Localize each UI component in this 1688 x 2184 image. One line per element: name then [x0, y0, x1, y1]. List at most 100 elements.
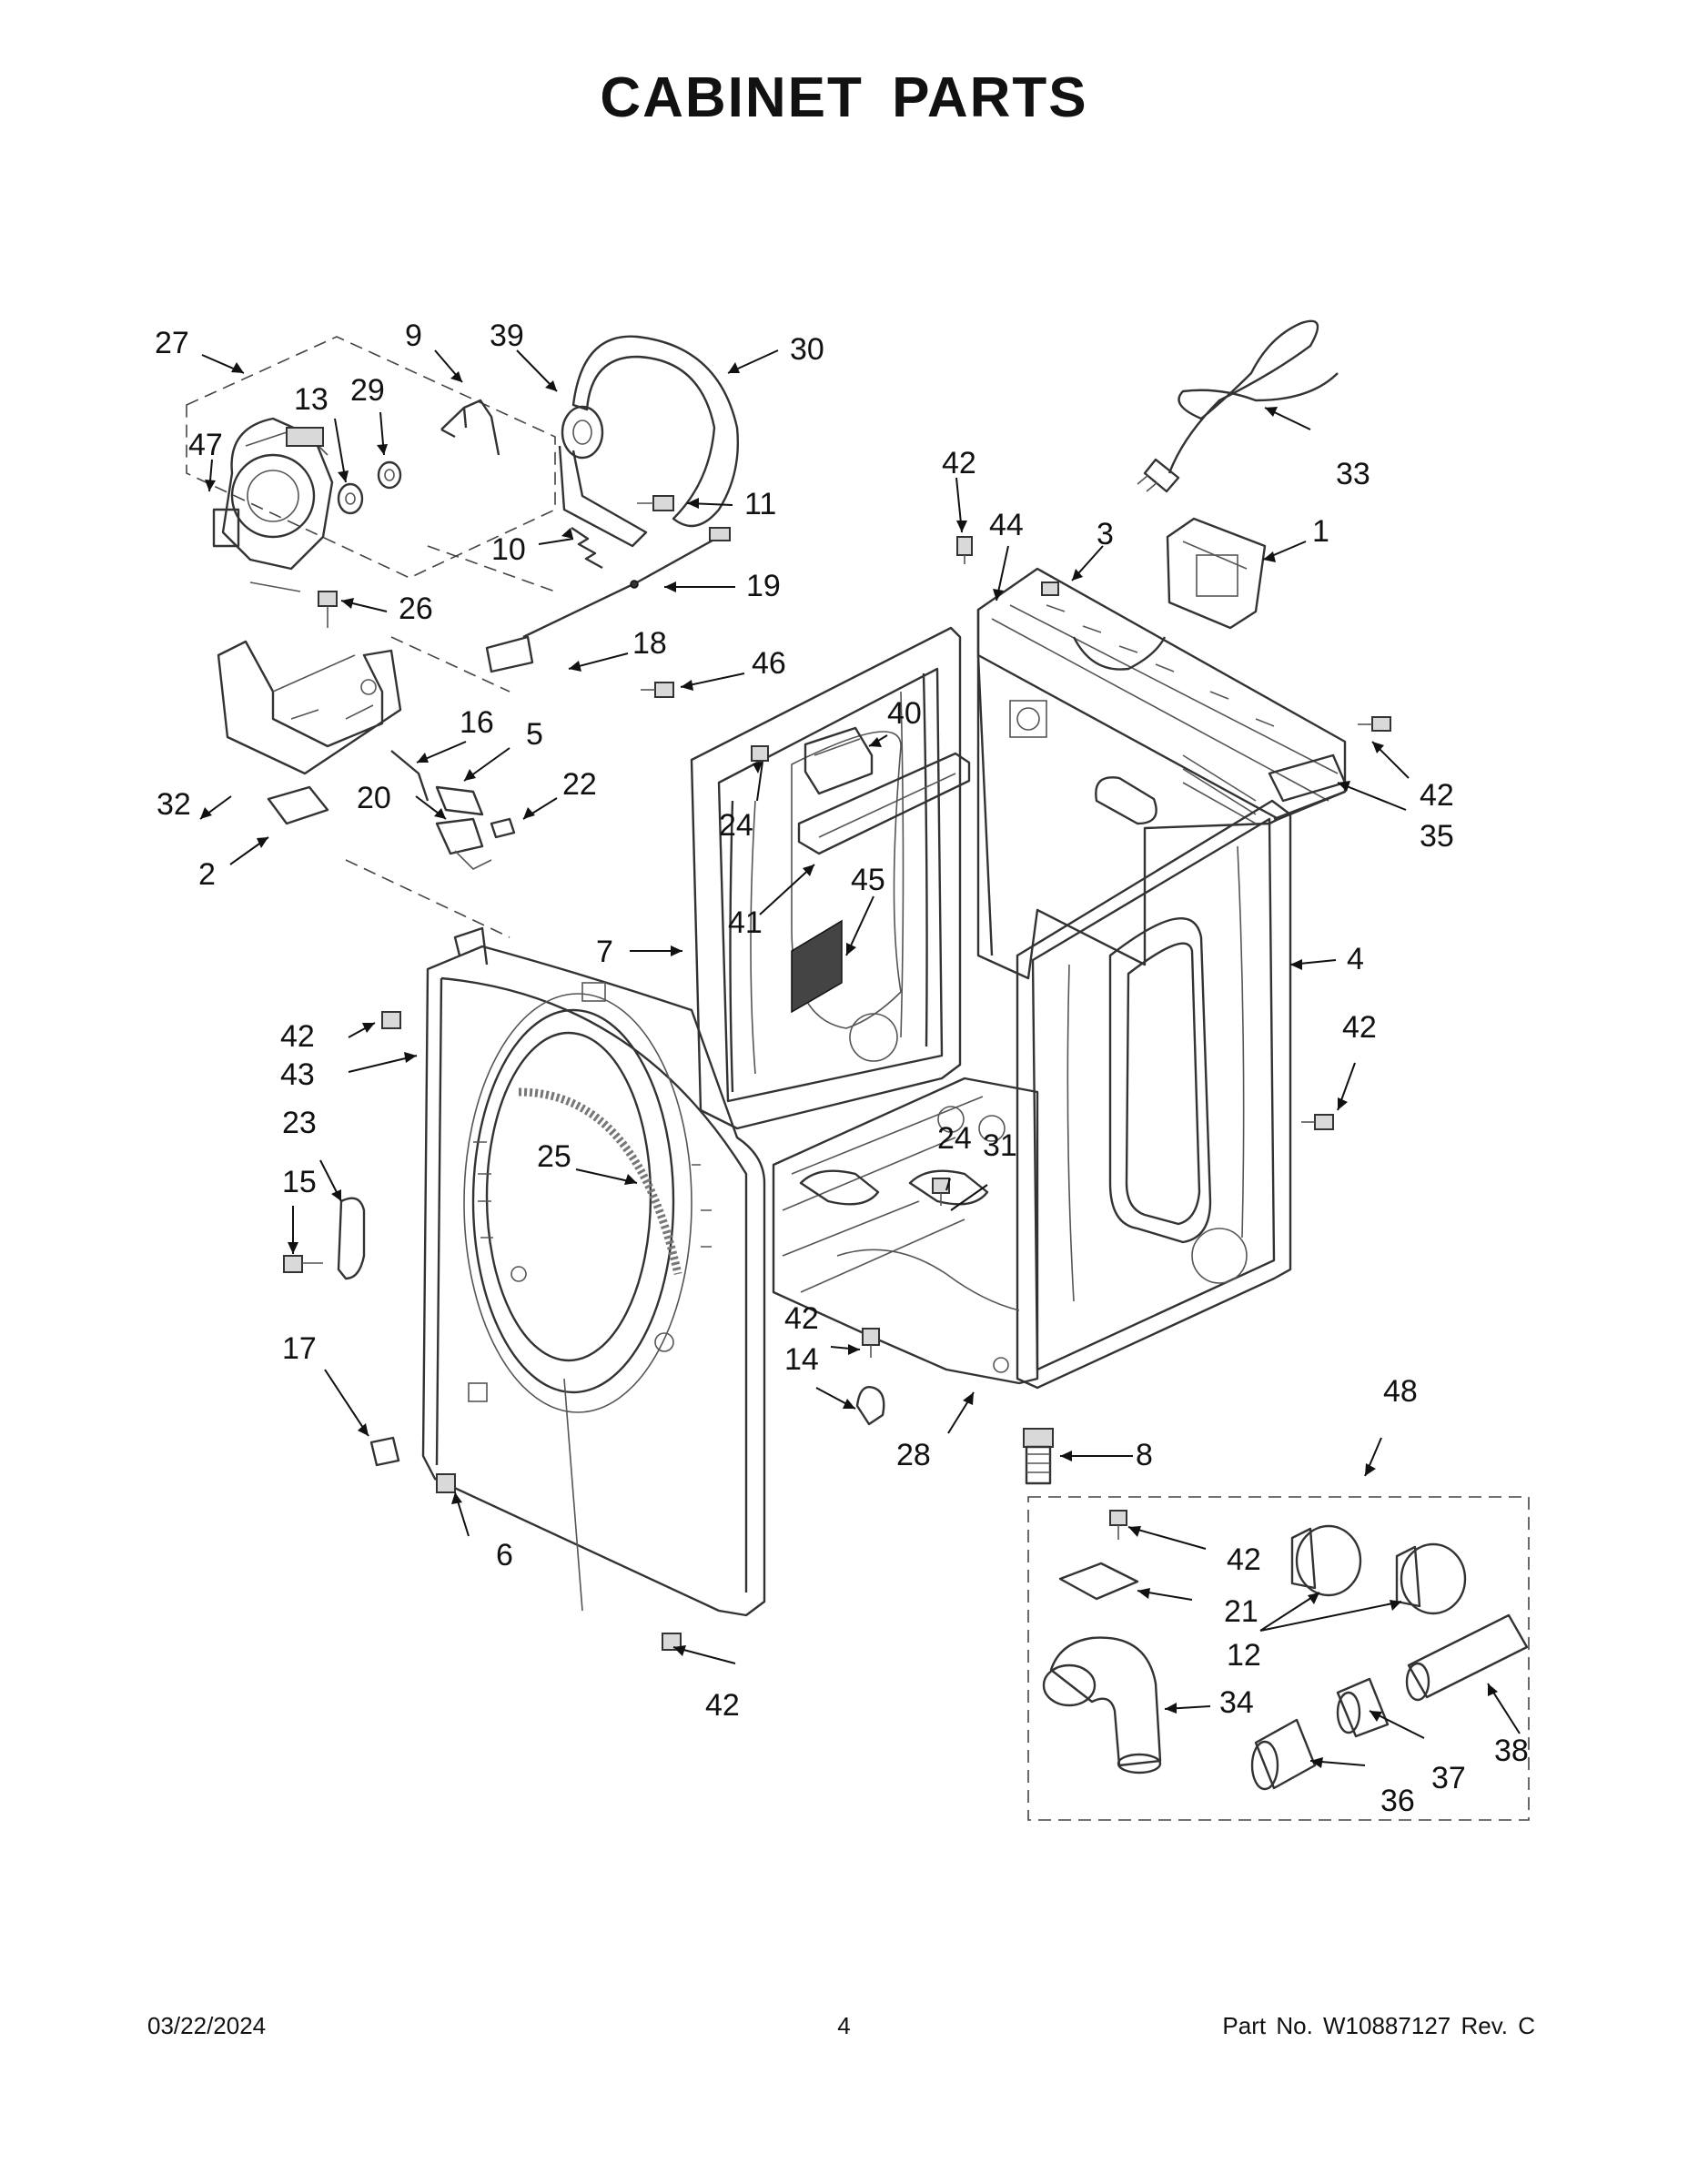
callout-41: 41: [728, 905, 763, 940]
page-title: CABINET PARTS: [600, 66, 1088, 129]
switch-assembly-parts-16-5-20-22: [390, 750, 516, 870]
exhaust-kit-box-part-48: [1027, 1496, 1530, 1821]
callout-26: 26: [399, 592, 433, 626]
screw-part-11: [637, 495, 674, 511]
elbow-part-34: [1042, 1636, 1162, 1774]
callout-35: 35: [1420, 819, 1454, 854]
bracket-part-40: [804, 726, 874, 795]
leader-lines: [199, 349, 1521, 1768]
footer-part-number: Part No. W10887127 Rev. C: [1222, 2012, 1535, 2039]
support-part-41: [797, 752, 971, 855]
callout-42-base: 42: [784, 1301, 819, 1336]
callout-31: 31: [983, 1128, 1017, 1163]
pad-part-2: [267, 785, 329, 825]
callout-10: 10: [491, 532, 526, 567]
wire-harness-part-19: [522, 527, 731, 639]
callout-42-kit: 42: [1227, 1542, 1261, 1577]
bracket-part-9: [440, 399, 500, 456]
callout-46: 46: [752, 646, 786, 681]
callout-3: 3: [1097, 517, 1114, 551]
callout-43: 43: [280, 1057, 315, 1092]
callout-24-lower: 24: [937, 1121, 972, 1156]
callout-25: 25: [537, 1139, 571, 1174]
callout-11: 11: [744, 487, 776, 521]
callout-39: 39: [490, 318, 524, 353]
callout-5: 5: [526, 717, 543, 752]
callout-12: 12: [1227, 1638, 1261, 1673]
right-side-panel-part-4: [1016, 799, 1292, 1390]
motor-part-47: [212, 417, 334, 592]
callout-37: 37: [1431, 1761, 1466, 1795]
screw-part-46: [641, 682, 674, 698]
callout-42-right-top: 42: [1420, 778, 1454, 813]
screw-part-42-front-top: [381, 1011, 401, 1029]
clamp-part-14: [855, 1386, 885, 1426]
screw-part-15: [283, 1255, 323, 1273]
callout-7: 7: [596, 935, 613, 969]
callout-42-front-top: 42: [280, 1019, 315, 1054]
callout-6: 6: [496, 1538, 513, 1572]
screw-part-42-right-top: [1358, 716, 1391, 732]
left-side-panel-part-7: [690, 626, 962, 1130]
callout-44: 44: [989, 508, 1024, 542]
callout-42-front-bottom: 42: [705, 1688, 740, 1723]
access-cover-part-1: [1166, 517, 1267, 630]
bracket-part-35: [1268, 753, 1347, 803]
spring-part-10: [571, 527, 603, 570]
screw-part-42-right: [1301, 1114, 1334, 1130]
footer-page-number: 4: [837, 2012, 851, 2039]
callout-18: 18: [632, 626, 667, 661]
callout-21: 21: [1224, 1594, 1258, 1629]
callout-1: 1: [1312, 514, 1329, 549]
screw-part-3: [1041, 581, 1059, 596]
motor-assembly-group: [186, 336, 556, 938]
callout-30: 30: [790, 332, 824, 367]
callout-42-right: 42: [1342, 1010, 1377, 1045]
connector-part-18: [485, 635, 534, 673]
plate-part-21: [1058, 1562, 1139, 1601]
callout-27: 27: [155, 326, 189, 360]
leveling-leg-part-8: [1023, 1428, 1054, 1485]
screw-part-42-top: [956, 536, 973, 564]
door-seal-part-25: [518, 1087, 682, 1275]
callout-33: 33: [1336, 457, 1370, 491]
callout-22: 22: [562, 767, 597, 802]
callout-48: 48: [1383, 1374, 1418, 1409]
washer-part-29: [377, 460, 402, 490]
callout-42-top: 42: [942, 446, 976, 480]
callout-13: 13: [294, 382, 329, 417]
footer-date: 03/22/2024: [147, 2012, 267, 2039]
callout-47: 47: [188, 428, 223, 462]
hood-part-12-a: [1290, 1524, 1362, 1597]
screw-part-6: [436, 1473, 456, 1493]
screw-part-26: [318, 591, 338, 628]
callout-24-upper: 24: [719, 808, 753, 843]
callout-38: 38: [1494, 1734, 1529, 1768]
callout-4: 4: [1347, 942, 1364, 976]
label-part-45: [791, 919, 843, 1014]
pulley-part-13: [337, 482, 364, 515]
callout-9: 9: [405, 318, 422, 353]
front-panel-part-43: [421, 926, 766, 1617]
callout-23: 23: [282, 1106, 317, 1140]
tube-part-36: [1250, 1718, 1317, 1791]
callout-45: 45: [851, 863, 885, 897]
rear-panel: [976, 610, 1347, 980]
callout-34: 34: [1219, 1685, 1254, 1720]
callout-36: 36: [1380, 1784, 1415, 1818]
callout-20: 20: [357, 781, 391, 815]
screw-part-24-lower: [932, 1178, 950, 1206]
callout-40: 40: [887, 696, 922, 731]
label-part-17: [369, 1436, 400, 1467]
screw-part-42-front-bottom: [662, 1633, 682, 1651]
drum-belt-part-30: [571, 335, 739, 528]
callout-labels: 27 9 39 30 13 29 47 11 10 19 26 18 46 16…: [155, 318, 1529, 1818]
callout-32: 32: [157, 787, 191, 822]
tube-part-38: [1405, 1613, 1529, 1702]
power-cord-part-33: [1137, 319, 1339, 493]
screw-part-42-base: [862, 1328, 880, 1358]
base-part-28: [772, 1077, 1039, 1385]
callout-19: 19: [746, 569, 781, 603]
callout-2: 2: [198, 857, 216, 892]
